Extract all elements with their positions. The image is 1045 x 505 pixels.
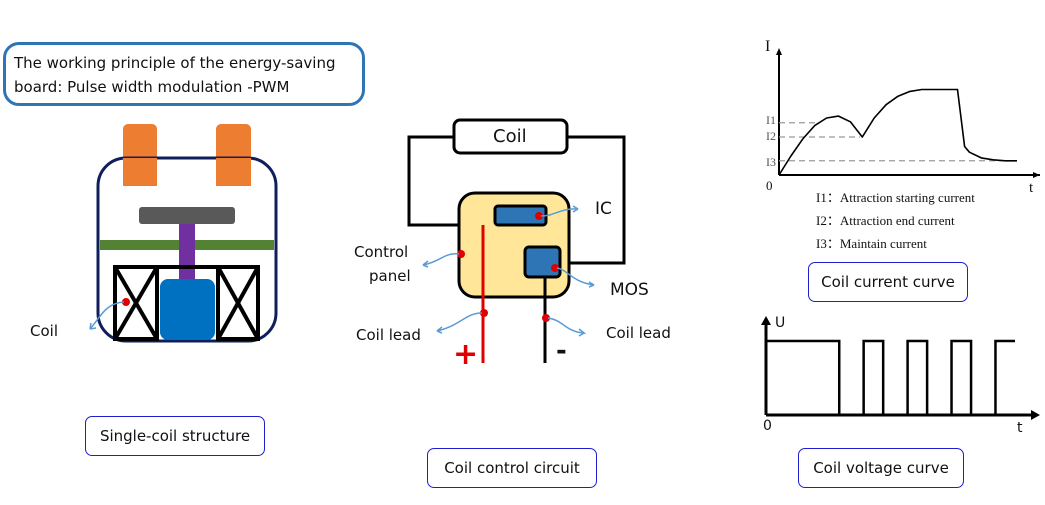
legend-text-i2: Attraction end current xyxy=(839,213,955,228)
title-line-1: The working principle of the energy-savi… xyxy=(14,54,336,72)
ic-label: IC xyxy=(595,199,612,219)
voltage-x-axis-label: t xyxy=(1017,420,1023,436)
mos-label: MOS xyxy=(610,280,649,300)
coil-voltage-curve-caption: Coil voltage curve xyxy=(798,448,964,488)
tick-label-i1: I1 xyxy=(766,113,776,127)
coil-arrowhead xyxy=(89,322,97,330)
armature-bar xyxy=(139,207,235,224)
coil-winding-right xyxy=(216,265,260,341)
tick-label-i2: I2 xyxy=(766,129,776,143)
lead-right-pointer-dot xyxy=(542,314,550,322)
legend-text-i3: Maintain current xyxy=(839,236,927,251)
voltage-pulse xyxy=(994,339,1015,415)
legend-item-i1: I1：Attraction starting current xyxy=(816,190,975,205)
legend-key-i2: I2 xyxy=(816,213,827,228)
lead-left-pointer-arrow xyxy=(436,312,483,334)
current-curve xyxy=(778,88,1017,176)
current-y-axis-arrow xyxy=(776,48,782,55)
legend-text-i1: Attraction starting current xyxy=(839,190,975,205)
panel-pointer-arrow xyxy=(422,253,460,268)
coil-pointer-arrow xyxy=(89,301,125,330)
terminal-left-overlap xyxy=(123,158,157,186)
voltage-y-axis-arrow xyxy=(761,316,771,325)
voltage-origin-label: 0 xyxy=(763,418,772,434)
current-x-axis-arrow xyxy=(1033,172,1040,178)
plus-sign: + xyxy=(453,337,479,372)
coil-winding xyxy=(113,265,260,341)
coil-pointer-dot xyxy=(122,298,130,306)
voltage-pulse xyxy=(950,339,973,415)
terminal-right-overlap xyxy=(216,158,251,186)
wire-left-loop xyxy=(407,135,480,227)
lead-left-pointer-dot xyxy=(480,309,488,317)
coil-current-curve-caption: Coil current curve xyxy=(808,262,968,302)
lead-right-pointer-arrow xyxy=(547,317,587,337)
voltage-pulse xyxy=(862,339,885,415)
ic-pointer-dot xyxy=(535,212,543,220)
current-origin-label: 0 xyxy=(766,178,773,193)
ic-pointer-arrow xyxy=(540,205,579,217)
voltage-y-axis-label: U xyxy=(775,315,786,331)
panel-pointer-dot xyxy=(457,250,465,258)
control-panel-label-line-2: panel xyxy=(369,267,411,285)
legend-key-i1: I1 xyxy=(816,190,827,205)
title-box: The working principle of the energy-savi… xyxy=(3,42,365,106)
minus-sign: - xyxy=(556,336,567,366)
iron-core xyxy=(160,279,215,340)
mos-pointer-dot xyxy=(551,264,559,272)
current-x-axis-label: t xyxy=(1029,180,1034,196)
coil-box-label: Coil xyxy=(493,126,527,147)
coil-winding-left xyxy=(113,265,159,341)
single-coil-structure-caption: Single-coil structure xyxy=(85,416,265,456)
wire-right-loop xyxy=(559,135,626,265)
coil-lead-left-label: Coil lead xyxy=(356,326,421,344)
legend-item-i3: I3：Maintain current xyxy=(816,236,927,251)
voltage-pulse xyxy=(764,339,841,415)
mos-pointer-arrow xyxy=(556,267,595,288)
coil-label: Coil xyxy=(30,322,58,340)
coil-lead-right-label: Coil lead xyxy=(606,324,671,342)
coil-control-circuit-caption: Coil control circuit xyxy=(427,448,597,488)
title-line-2: board: Pulse width modulation -PWM xyxy=(14,78,290,96)
tick-label-i3: I3 xyxy=(766,155,776,169)
voltage-x-axis-arrow xyxy=(1031,410,1040,420)
current-legend: I1：Attraction starting current I2：Attrac… xyxy=(816,186,975,255)
current-y-axis-label: I xyxy=(765,38,771,55)
legend-item-i2: I2：Attraction end current xyxy=(816,213,955,228)
legend-key-i3: I3 xyxy=(816,236,827,251)
housing-frame xyxy=(96,156,278,343)
coil-box xyxy=(452,118,569,155)
control-panel-label-line-1: Control xyxy=(354,243,409,261)
mos-chip xyxy=(523,245,562,279)
voltage-pulse xyxy=(906,339,929,415)
